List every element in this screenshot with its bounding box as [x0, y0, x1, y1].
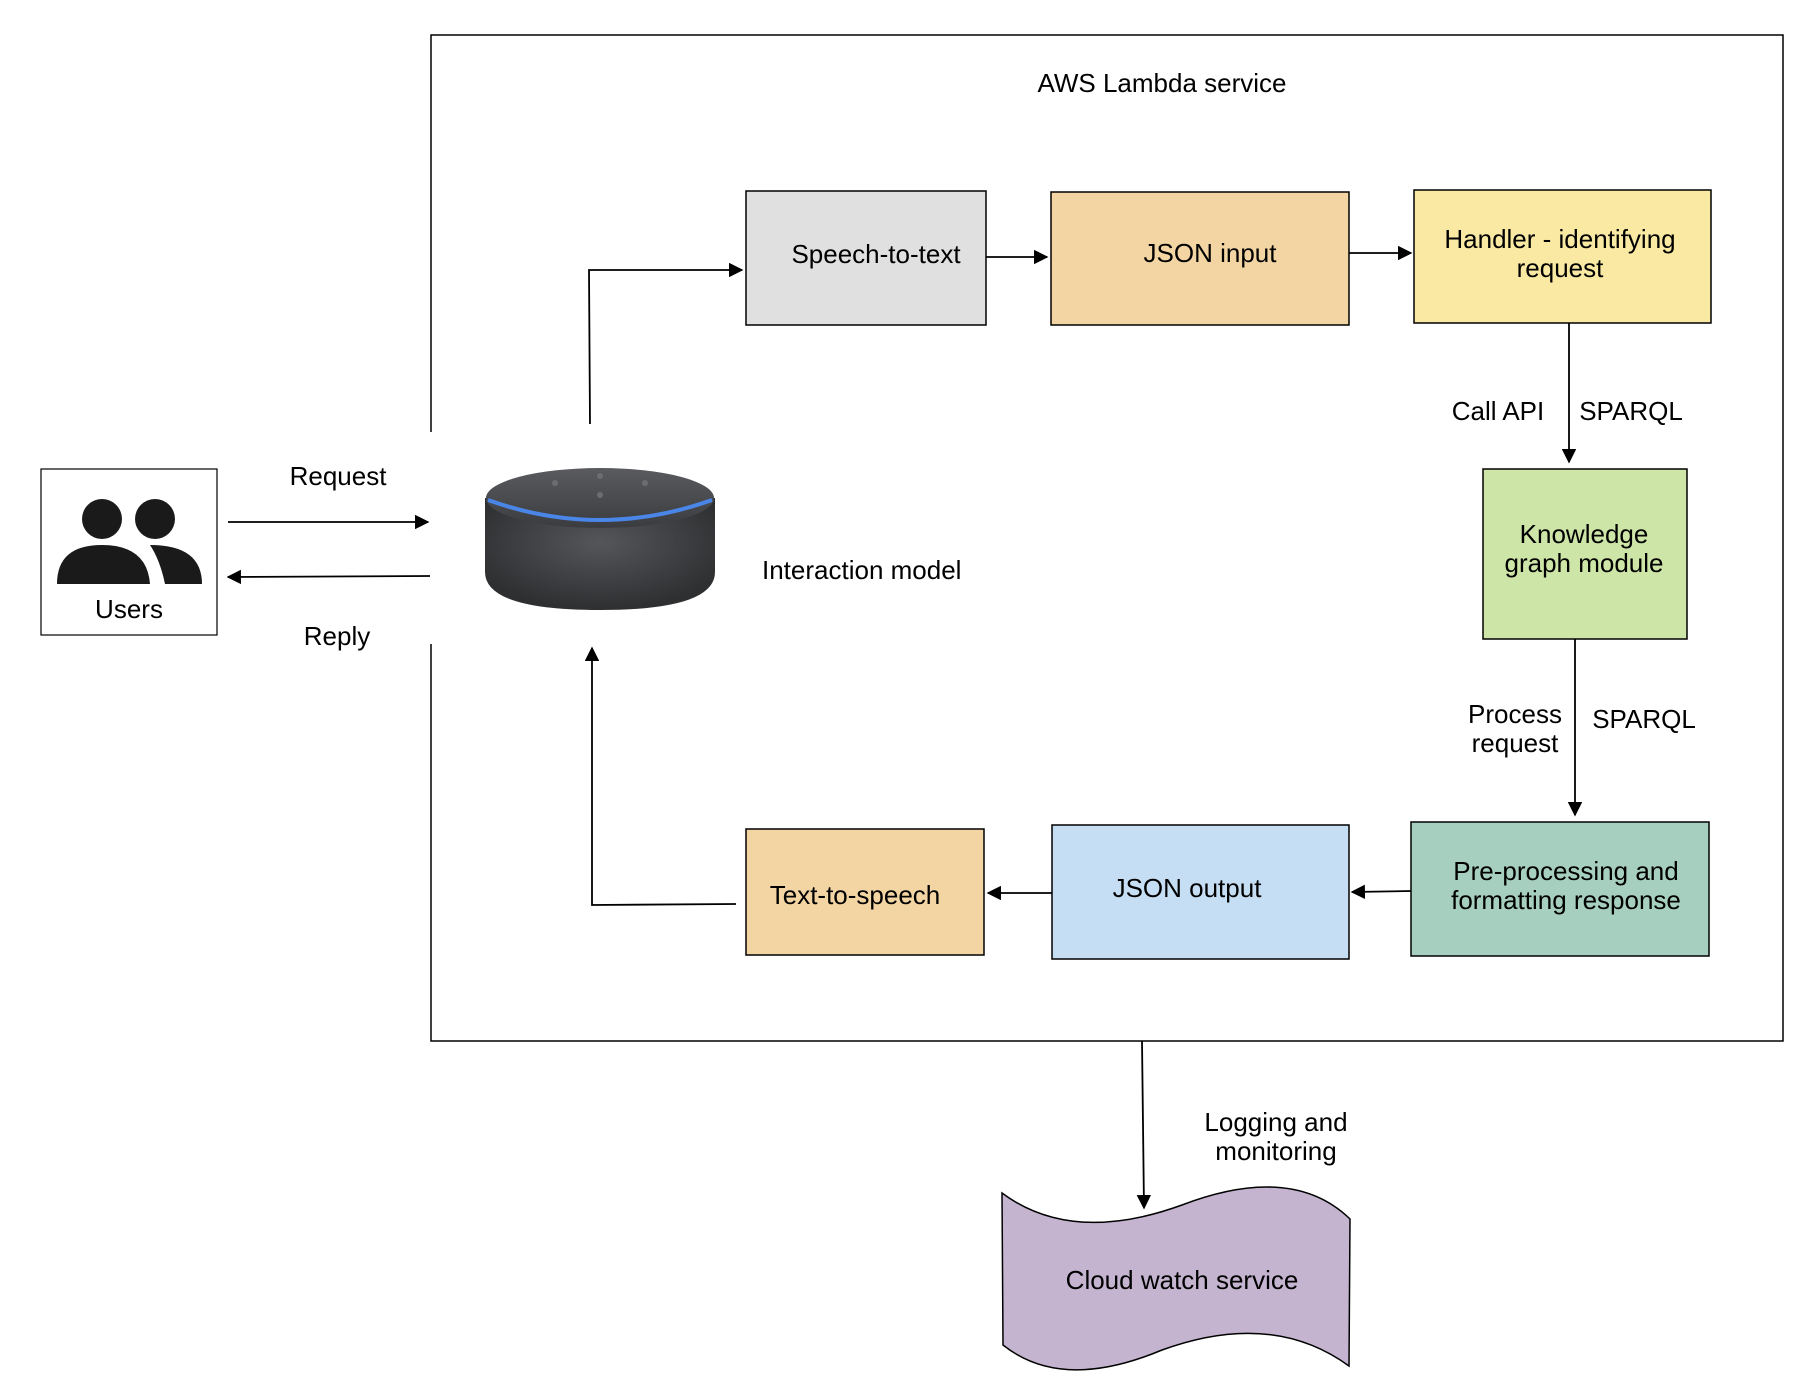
- speaker-light-ring: [487, 498, 713, 522]
- logging-label-line-1: Logging and: [1204, 1107, 1347, 1137]
- sparql-label-2: SPARQL: [1592, 704, 1696, 734]
- handler-label-line-2: request: [1517, 253, 1604, 283]
- process-request-label-line-1: Process: [1468, 699, 1562, 729]
- speech-to-text-label: Speech-to-text: [791, 239, 961, 269]
- text-to-speech-node[interactable]: Text-to-speech: [745, 828, 985, 956]
- handler-label-line-1: Handler - identifying: [1444, 224, 1675, 254]
- preprocessing-label-line-2: formatting response: [1451, 885, 1681, 915]
- tts-to-speaker-arrow: [584, 646, 737, 906]
- json-output-node[interactable]: JSON output: [1051, 824, 1350, 960]
- logging-label-line-2: monitoring: [1215, 1136, 1336, 1166]
- cloudwatch-node[interactable]: Cloud watch service: [1001, 1186, 1351, 1371]
- knowledge-graph-label-line-1: Knowledge: [1520, 519, 1649, 549]
- handler-node[interactable]: Handler - identifying request: [1413, 189, 1712, 324]
- preprocessing-node[interactable]: Pre-processing and formatting response: [1410, 821, 1710, 957]
- preprocessing-label-line-1: Pre-processing and: [1453, 856, 1678, 886]
- preprocessing-to-json-output-arrow: [1350, 884, 1412, 899]
- aws-lambda-container: AWS Lambda service: [426, 34, 1784, 1042]
- call-api-label: Call API: [1452, 396, 1545, 426]
- json-output-label: JSON output: [1113, 873, 1263, 903]
- logging-arrow: [1136, 1040, 1152, 1210]
- knowledge-graph-node[interactable]: Knowledge graph module: [1482, 468, 1688, 640]
- sparql-label-1: SPARQL: [1579, 396, 1683, 426]
- json-input-label: JSON input: [1144, 238, 1278, 268]
- smart-speaker-icon: [485, 468, 715, 610]
- interaction-model-label: Interaction model: [762, 555, 961, 585]
- json-input-node[interactable]: JSON input: [1050, 191, 1350, 326]
- users-label: Users: [95, 594, 163, 624]
- knowledge-graph-label-line-2: graph module: [1505, 548, 1664, 578]
- container-title: AWS Lambda service: [1037, 68, 1286, 98]
- process-request-label-line-2: request: [1472, 728, 1559, 758]
- reply-label: Reply: [304, 621, 370, 651]
- reply-arrow: [226, 569, 431, 585]
- users-node[interactable]: Users: [40, 468, 218, 636]
- speech-to-text-node[interactable]: Speech-to-text: [745, 190, 987, 326]
- request-label: Request: [290, 461, 388, 491]
- speaker-to-stt-arrow: [588, 262, 744, 425]
- users-icon: [57, 499, 202, 584]
- text-to-speech-label: Text-to-speech: [770, 880, 941, 910]
- cloudwatch-label: Cloud watch service: [1066, 1265, 1299, 1295]
